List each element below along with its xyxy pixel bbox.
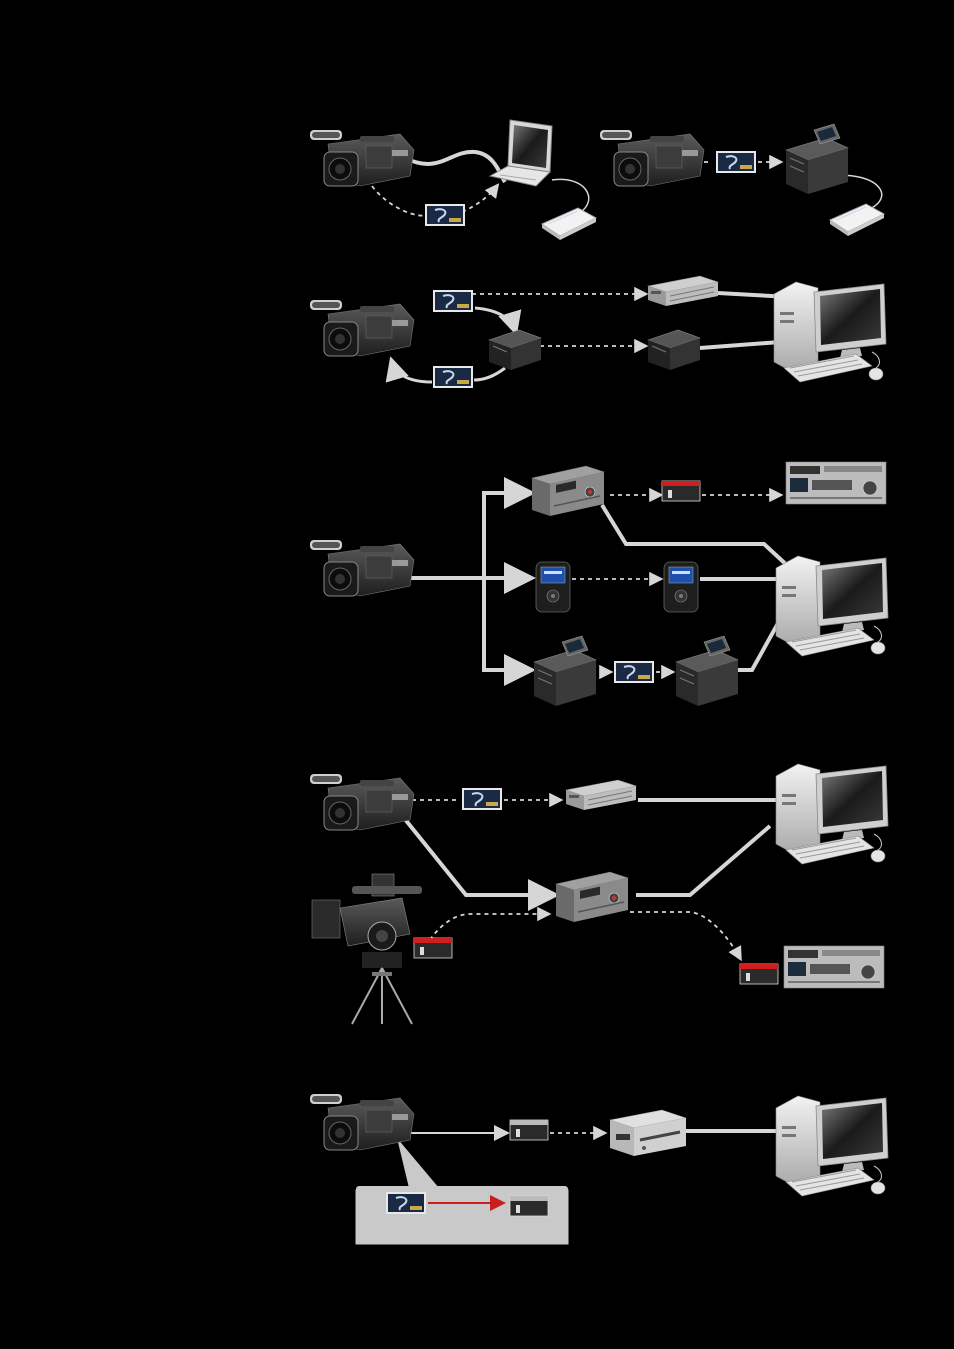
camcorder-icon (310, 300, 414, 356)
tape-cassette-icon (510, 1196, 548, 1216)
vtr-icon (786, 462, 886, 504)
card-reader-icon (648, 330, 700, 370)
laptop-icon (490, 120, 552, 186)
tape-cassette-icon (414, 938, 452, 958)
hdd-icon (542, 208, 596, 240)
p2-card-icon (716, 151, 756, 173)
portable-storage-icon (664, 562, 698, 612)
tape-cassette-icon (740, 964, 778, 984)
tape-cassette-icon (510, 1120, 548, 1140)
camcorder-icon (310, 540, 414, 596)
deck-recorder-icon (556, 872, 628, 922)
p2-card-icon (425, 204, 465, 226)
compact-deck-icon (610, 1110, 686, 1156)
workflow-5 (310, 1094, 888, 1244)
card-reader-icon (489, 330, 541, 370)
workflow-3 (310, 462, 888, 706)
p2-drive-icon (534, 636, 596, 706)
workflow-2 (310, 276, 886, 388)
pc-workstation-icon (774, 282, 886, 382)
workflow-4 (310, 764, 888, 1024)
workflow-1 (310, 120, 884, 240)
p2-drive-icon (786, 124, 848, 194)
camcorder-icon (310, 1094, 414, 1150)
rack-server-icon (648, 276, 718, 306)
camcorder-icon (310, 130, 414, 186)
p2-card-icon (433, 290, 473, 312)
tape-cassette-icon (662, 481, 700, 501)
pc-workstation-icon (776, 556, 888, 656)
p2-card-icon (433, 366, 473, 388)
camcorder-icon (600, 130, 704, 186)
pc-workstation-icon (776, 1096, 888, 1196)
studio-camera-icon (312, 874, 422, 1024)
pc-workstation-icon (776, 764, 888, 864)
portable-storage-icon (536, 562, 570, 612)
deck-recorder-icon (532, 466, 604, 516)
p2-card-icon (614, 661, 654, 683)
p2-card-icon (386, 1192, 426, 1214)
p2-card-icon (462, 788, 502, 810)
rack-server-icon (566, 780, 636, 810)
hdd-icon (830, 204, 884, 236)
vtr-icon (784, 946, 884, 988)
p2-drive-icon (676, 636, 738, 706)
camcorder-icon (310, 774, 414, 830)
